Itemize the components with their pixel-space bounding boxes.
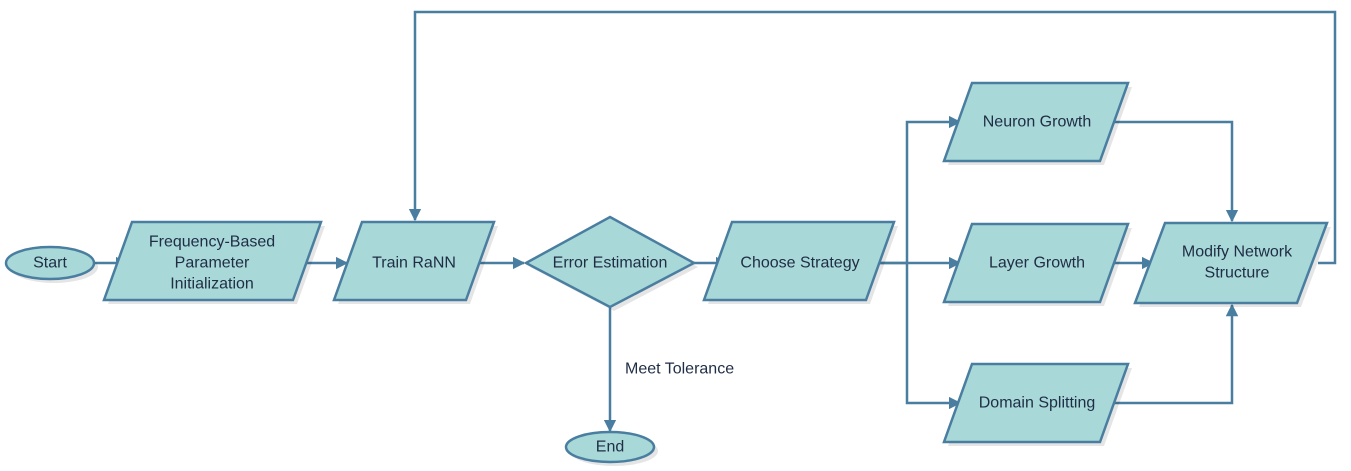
- node-modify-network[interactable]: Modify Network Structure: [1133, 221, 1331, 307]
- edge-choose-to-domain: [905, 263, 962, 410]
- node-frequency-init[interactable]: Frequency-Based Parameter Initialization: [102, 220, 325, 304]
- node-error-estimation[interactable]: Error Estimation: [523, 215, 698, 311]
- edge-modify-to-train-loop: [408, 10, 1337, 265]
- edges: Meet Tolerance: [95, 10, 1337, 433]
- node-frequency-init-label-line1: Frequency-Based: [149, 234, 275, 251]
- nodes: Start Frequency-Based Parameter Initiali…: [4, 81, 1331, 466]
- node-start-label: Start: [33, 255, 67, 272]
- node-end-label: End: [596, 439, 624, 456]
- node-end[interactable]: End: [564, 430, 658, 466]
- node-error-estimation-label: Error Estimation: [553, 255, 668, 272]
- node-layer-growth[interactable]: Layer Growth: [942, 222, 1132, 306]
- node-layer-growth-label: Layer Growth: [989, 255, 1085, 272]
- node-train-rann[interactable]: Train RaNN: [332, 220, 498, 304]
- edge-neuron-to-modify: [1110, 120, 1239, 223]
- node-modify-network-label-line1: Modify Network: [1182, 244, 1293, 261]
- node-neuron-growth[interactable]: Neuron Growth: [942, 81, 1132, 165]
- edge-domain-to-modify: [1110, 303, 1239, 405]
- node-modify-network-label-line2: Structure: [1205, 265, 1270, 282]
- node-choose-strategy-label: Choose Strategy: [740, 255, 859, 272]
- node-frequency-init-label-line2: Parameter: [175, 255, 250, 272]
- node-choose-strategy[interactable]: Choose Strategy: [702, 220, 898, 304]
- node-start[interactable]: Start: [4, 245, 98, 283]
- node-train-rann-label: Train RaNN: [372, 255, 456, 272]
- node-frequency-init-label-line3: Initialization: [170, 276, 254, 293]
- node-domain-splitting-label: Domain Splitting: [979, 395, 1096, 412]
- node-domain-splitting[interactable]: Domain Splitting: [942, 362, 1132, 446]
- node-neuron-growth-label: Neuron Growth: [983, 114, 1092, 131]
- edge-label-meet-tolerance: Meet Tolerance: [625, 361, 734, 378]
